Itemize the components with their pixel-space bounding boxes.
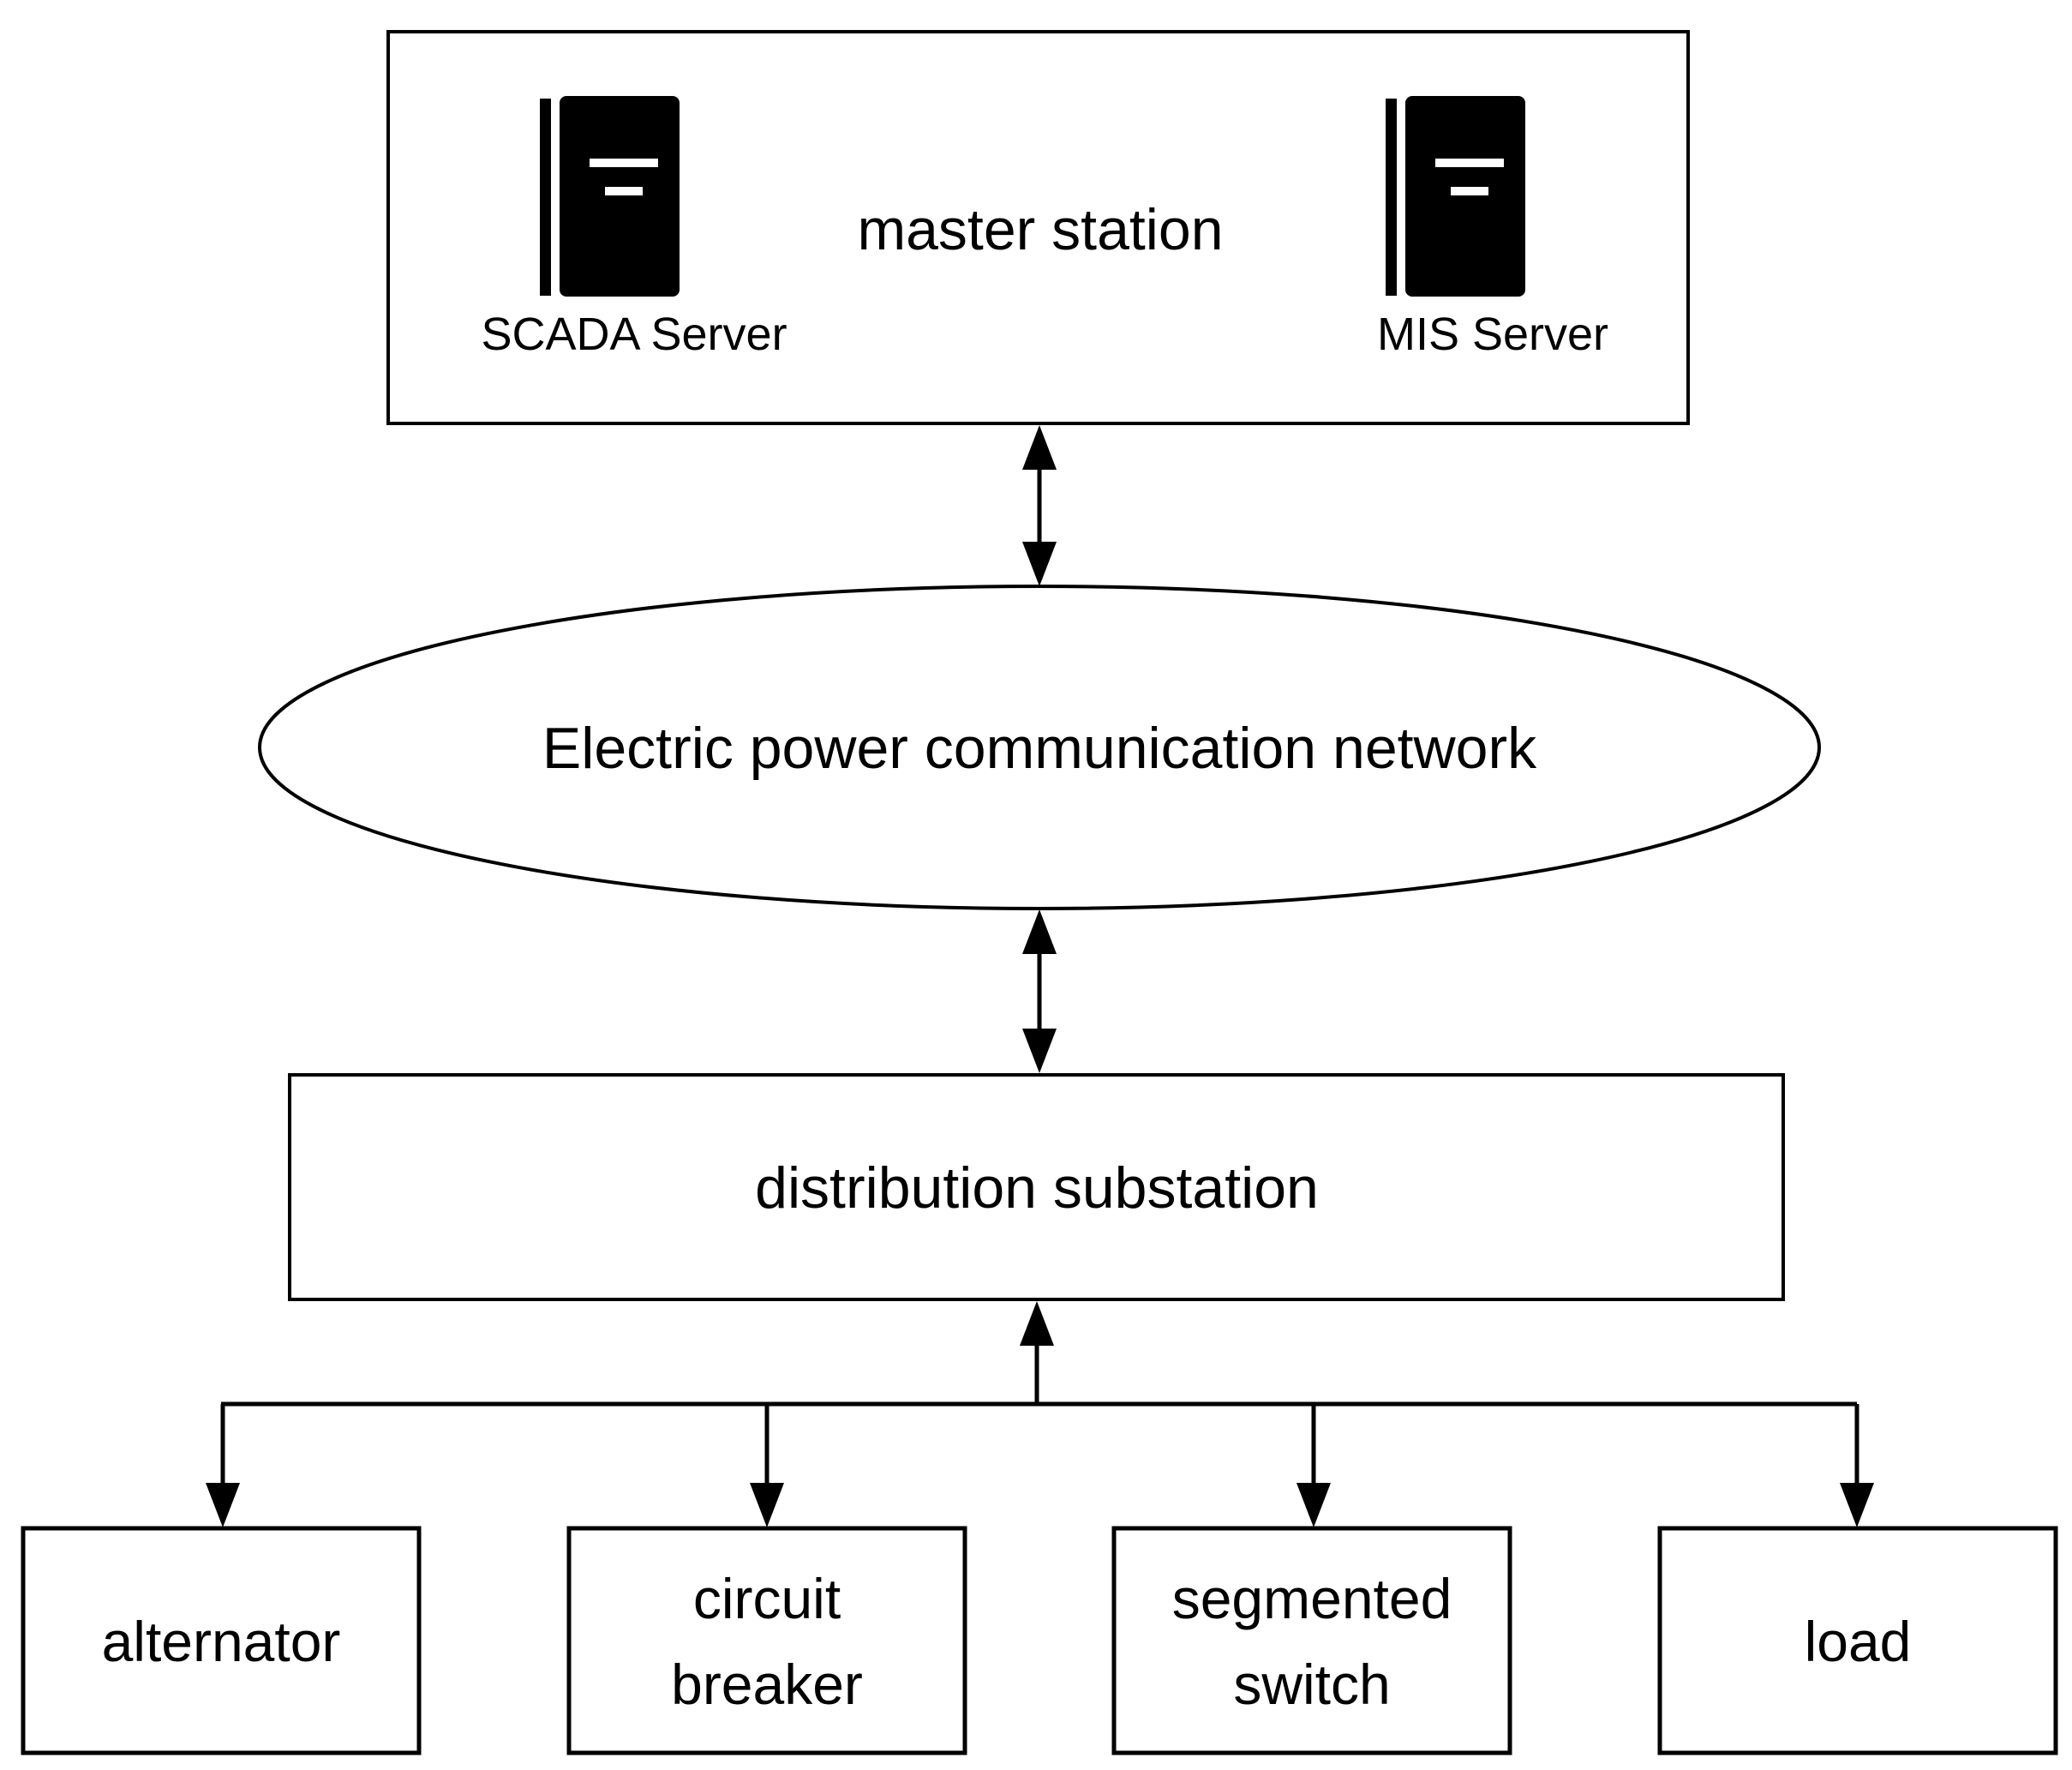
device-label-line-2: breaker [671,1653,863,1716]
network-label: Electric power communication network [542,716,1537,781]
mis-server-icon [1386,96,1525,297]
master-station-label: master station [857,197,1223,262]
mis-server-label: MIS Server [1377,309,1608,360]
scada-server-icon [540,96,680,297]
distribution-substation-box: distribution substation [288,1073,1785,1301]
device-label-line-1: circuit [693,1567,841,1630]
master-station-box: master station SCADA Server MIS Server [386,30,1690,425]
device-load: load [1657,1526,2058,1755]
device-label: load [1805,1610,1912,1673]
arrow-master-network [1022,425,1057,586]
device-label-line-1: segmented [1172,1567,1452,1630]
device-label: alternator [102,1610,341,1673]
scada-server-label: SCADA Server [481,309,787,360]
communication-network: Electric power communication network [258,585,1821,910]
device-circuit-breaker: circuit breaker [566,1526,967,1755]
device-alternator: alternator [21,1526,422,1755]
arrow-network-substation [1022,909,1057,1073]
device-bus [206,1301,1874,1527]
device-label-line-2: switch [1233,1653,1390,1716]
distribution-substation-label: distribution substation [755,1155,1319,1221]
device-segmented-switch: segmented switch [1111,1526,1512,1755]
